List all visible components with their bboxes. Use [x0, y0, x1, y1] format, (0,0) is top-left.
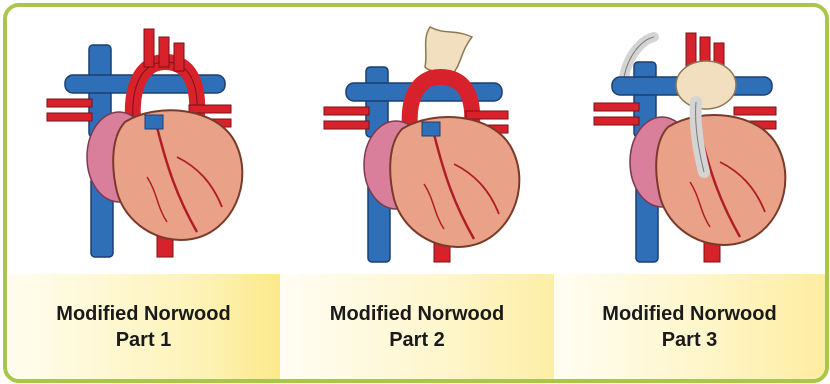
aortic-branch: [174, 43, 184, 71]
panel-part-2: Modified Norwood Part 2: [280, 7, 554, 379]
pulmonary-vein: [324, 107, 369, 115]
caption-subtitle: Part 1: [116, 327, 172, 353]
pulmonary-vein: [734, 107, 776, 115]
heart-svg-part-2: [280, 7, 554, 274]
caption-part-1: Modified Norwood Part 1: [7, 274, 280, 379]
heart-illustration-part-3: [554, 7, 825, 274]
panel-part-1: Modified Norwood Part 1: [7, 7, 280, 379]
caption-subtitle: Part 3: [662, 327, 718, 353]
heart-ventricles: [390, 117, 519, 247]
caption-title: Modified Norwood: [602, 301, 776, 327]
aortic-branch: [144, 29, 154, 67]
heart-svg-part-3: [554, 7, 825, 274]
pulmonary-vein: [466, 111, 508, 119]
pulmonary-vein: [594, 117, 639, 125]
caption-part-2: Modified Norwood Part 2: [280, 274, 554, 379]
pulmonary-vein: [324, 121, 369, 129]
caption-subtitle: Part 2: [389, 327, 445, 353]
heart-ventricles: [113, 110, 242, 240]
diagram-frame: Modified Norwood Part 1: [3, 3, 829, 383]
pulmonary-vein: [47, 99, 92, 107]
pulmonary-trunk-stub: [145, 115, 163, 129]
aortic-branch: [159, 37, 169, 67]
patch-graft: [425, 27, 472, 77]
caption-title: Modified Norwood: [330, 301, 504, 327]
heart-ventricles: [656, 115, 785, 245]
patch-graft: [676, 61, 736, 109]
caption-title: Modified Norwood: [56, 301, 230, 327]
heart-illustration-part-2: [280, 7, 554, 274]
pulmonary-trunk-stub: [422, 122, 440, 136]
pulmonary-vein: [189, 105, 231, 113]
panel-part-3: Modified Norwood Part 3: [554, 7, 825, 379]
heart-svg-part-1: [7, 7, 280, 274]
heart-illustration-part-1: [7, 7, 280, 274]
pulmonary-vein: [47, 113, 92, 121]
caption-part-3: Modified Norwood Part 3: [554, 274, 825, 379]
pulmonary-vein: [594, 103, 639, 111]
